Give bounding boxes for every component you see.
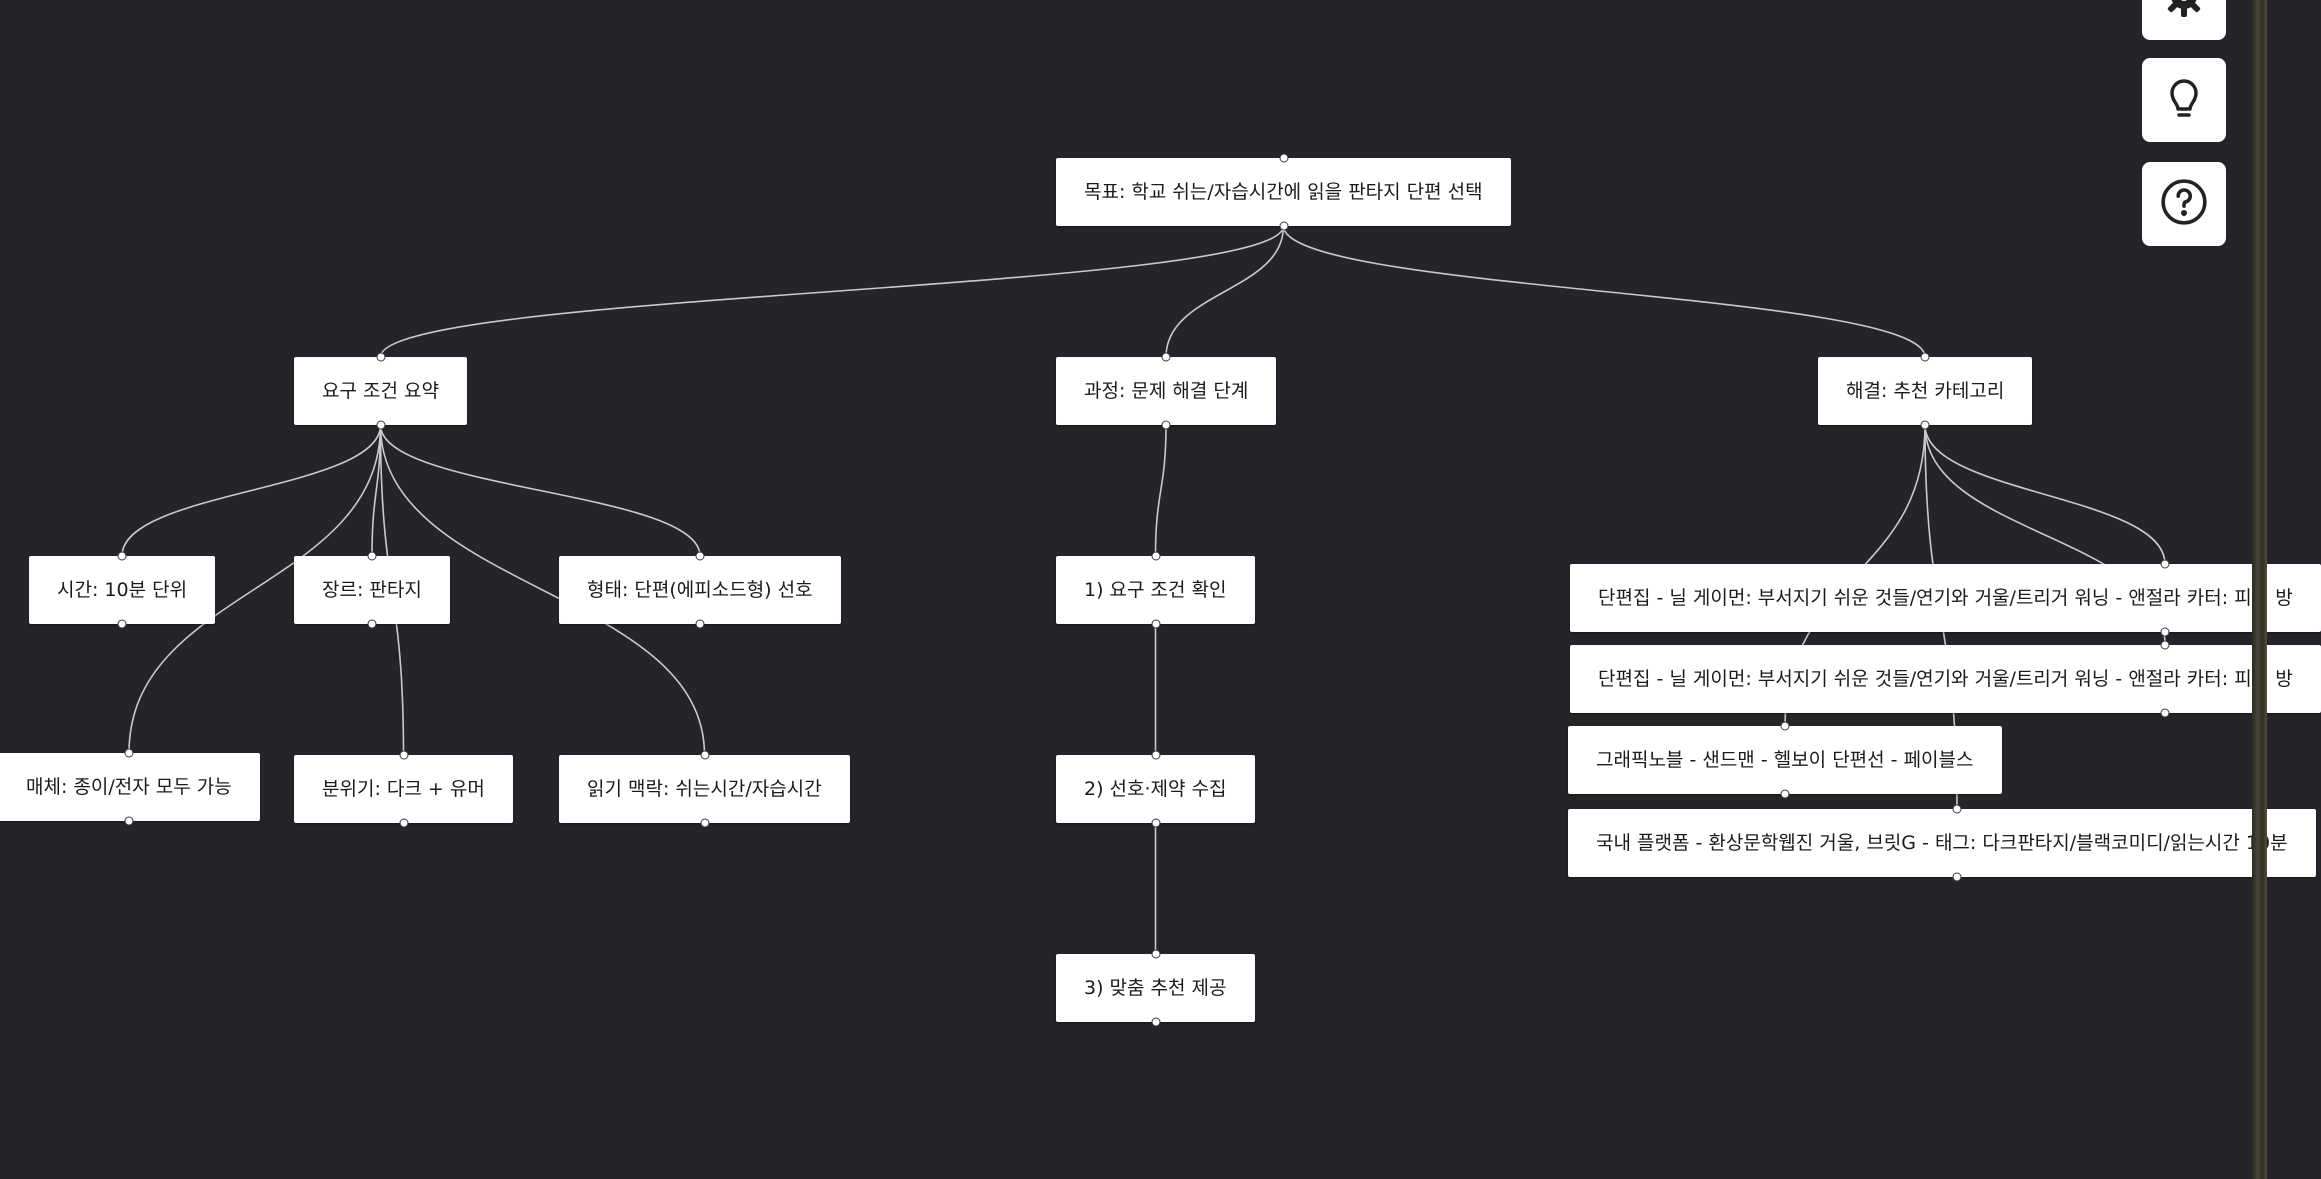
handle-top-rec2[interactable] [2160, 640, 2170, 650]
node-rec-graphic-novels[interactable]: 그래픽노블 - 샌드맨 - 헬보이 단편선 - 페이블스 [1568, 726, 2002, 794]
handle-top-step2[interactable] [1151, 750, 1160, 760]
handle-bottom-step3[interactable] [1151, 1017, 1160, 1027]
node-form[interactable]: 형태: 단편(에피소드형) 선호 [559, 556, 841, 624]
handle-top-genre[interactable] [367, 551, 377, 561]
handle-bottom-genre[interactable] [367, 619, 377, 629]
handle-top-rec3[interactable] [1780, 721, 1790, 731]
handle-bottom-context[interactable] [700, 818, 709, 828]
handle-top-context[interactable] [700, 750, 709, 760]
edge-goal-sol [1282, 225, 1926, 358]
handle-bottom-rec3[interactable] [1780, 789, 1790, 799]
handle-top-step3[interactable] [1151, 949, 1160, 959]
edge-req-time [121, 424, 382, 557]
node-genre[interactable]: 장르: 판타지 [294, 556, 450, 624]
node-reading-context[interactable]: 읽기 맥락: 쉬는시간/자습시간 [559, 755, 850, 823]
handle-top-media[interactable] [124, 748, 134, 758]
background-strip [2252, 0, 2267, 1179]
handle-top-time[interactable] [117, 551, 127, 561]
edge-goal-proc [1165, 225, 1285, 358]
handle-bottom-time[interactable] [117, 619, 127, 629]
handle-bottom-rec2[interactable] [2160, 708, 2170, 718]
handle-top-req[interactable] [376, 352, 385, 362]
edge-req-media [128, 424, 382, 754]
node-media[interactable]: 매체: 종이/전자 모두 가능 [0, 753, 260, 821]
edge-req-context [379, 424, 706, 756]
lightbulb-icon [2160, 74, 2208, 126]
settings-button[interactable] [2142, 0, 2226, 40]
handle-bottom-sol[interactable] [1920, 420, 1930, 430]
edge-proc-step1 [1154, 424, 1167, 557]
handle-bottom-rec1[interactable] [2160, 627, 2170, 637]
edge-layer [121, 225, 2166, 954]
edge-req-form [379, 424, 701, 557]
handle-top-mood[interactable] [399, 750, 408, 760]
node-process[interactable]: 과정: 문제 해결 단계 [1056, 357, 1277, 425]
handle-top-form[interactable] [695, 551, 705, 561]
handle-bottom-rec4[interactable] [1952, 872, 1962, 882]
help-icon [2159, 177, 2209, 231]
handle-bottom-mood[interactable] [399, 818, 408, 828]
handle-bottom-form[interactable] [695, 619, 705, 629]
handle-bottom-goal[interactable] [1279, 221, 1288, 231]
handle-top-sol[interactable] [1920, 352, 1930, 362]
node-rec-short-stories-1[interactable]: 단편집 - 닐 게이먼: 부서지기 쉬운 것들/연기와 거울/트리거 워닝 - … [1570, 564, 2321, 632]
help-button[interactable] [2142, 162, 2226, 246]
handle-top-rec4[interactable] [1952, 804, 1962, 814]
edge-req-genre [371, 424, 382, 557]
node-step-2[interactable]: 2) 선호·제약 수집 [1056, 755, 1255, 823]
handle-bottom-media[interactable] [124, 816, 134, 826]
handle-bottom-step1[interactable] [1151, 619, 1160, 629]
edge-goal-req [379, 225, 1285, 358]
node-solution[interactable]: 해결: 추천 카테고리 [1818, 357, 2033, 425]
handle-bottom-req[interactable] [376, 420, 385, 430]
node-rec-korean-platforms[interactable]: 국내 플랫폼 - 환상문학웹진 거울, 브릿G - 태그: 다크판타지/블랙코미… [1568, 809, 2316, 877]
node-rec-short-stories-2[interactable]: 단편집 - 닐 게이먼: 부서지기 쉬운 것들/연기와 거울/트리거 워닝 - … [1570, 645, 2321, 713]
node-requirements-summary[interactable]: 요구 조건 요약 [294, 357, 467, 425]
handle-top-step1[interactable] [1151, 551, 1160, 561]
handle-top-proc[interactable] [1161, 352, 1171, 362]
node-step-1[interactable]: 1) 요구 조건 확인 [1056, 556, 1255, 624]
node-time[interactable]: 시간: 10분 단위 [29, 556, 216, 624]
node-mood[interactable]: 분위기: 다크 + 유머 [294, 755, 513, 823]
node-step-3[interactable]: 3) 맞춤 추천 제공 [1056, 954, 1255, 1022]
handle-bottom-step2[interactable] [1151, 818, 1160, 828]
tips-button[interactable] [2142, 58, 2226, 142]
handle-top-rec1[interactable] [2160, 559, 2170, 569]
gear-icon [2160, 0, 2208, 24]
handle-bottom-proc[interactable] [1161, 420, 1171, 430]
edge-sol-rec1 [1924, 424, 2166, 565]
handle-top-goal[interactable] [1279, 153, 1288, 163]
node-goal[interactable]: 목표: 학교 쉬는/자습시간에 읽을 판타지 단편 선택 [1056, 158, 1511, 226]
